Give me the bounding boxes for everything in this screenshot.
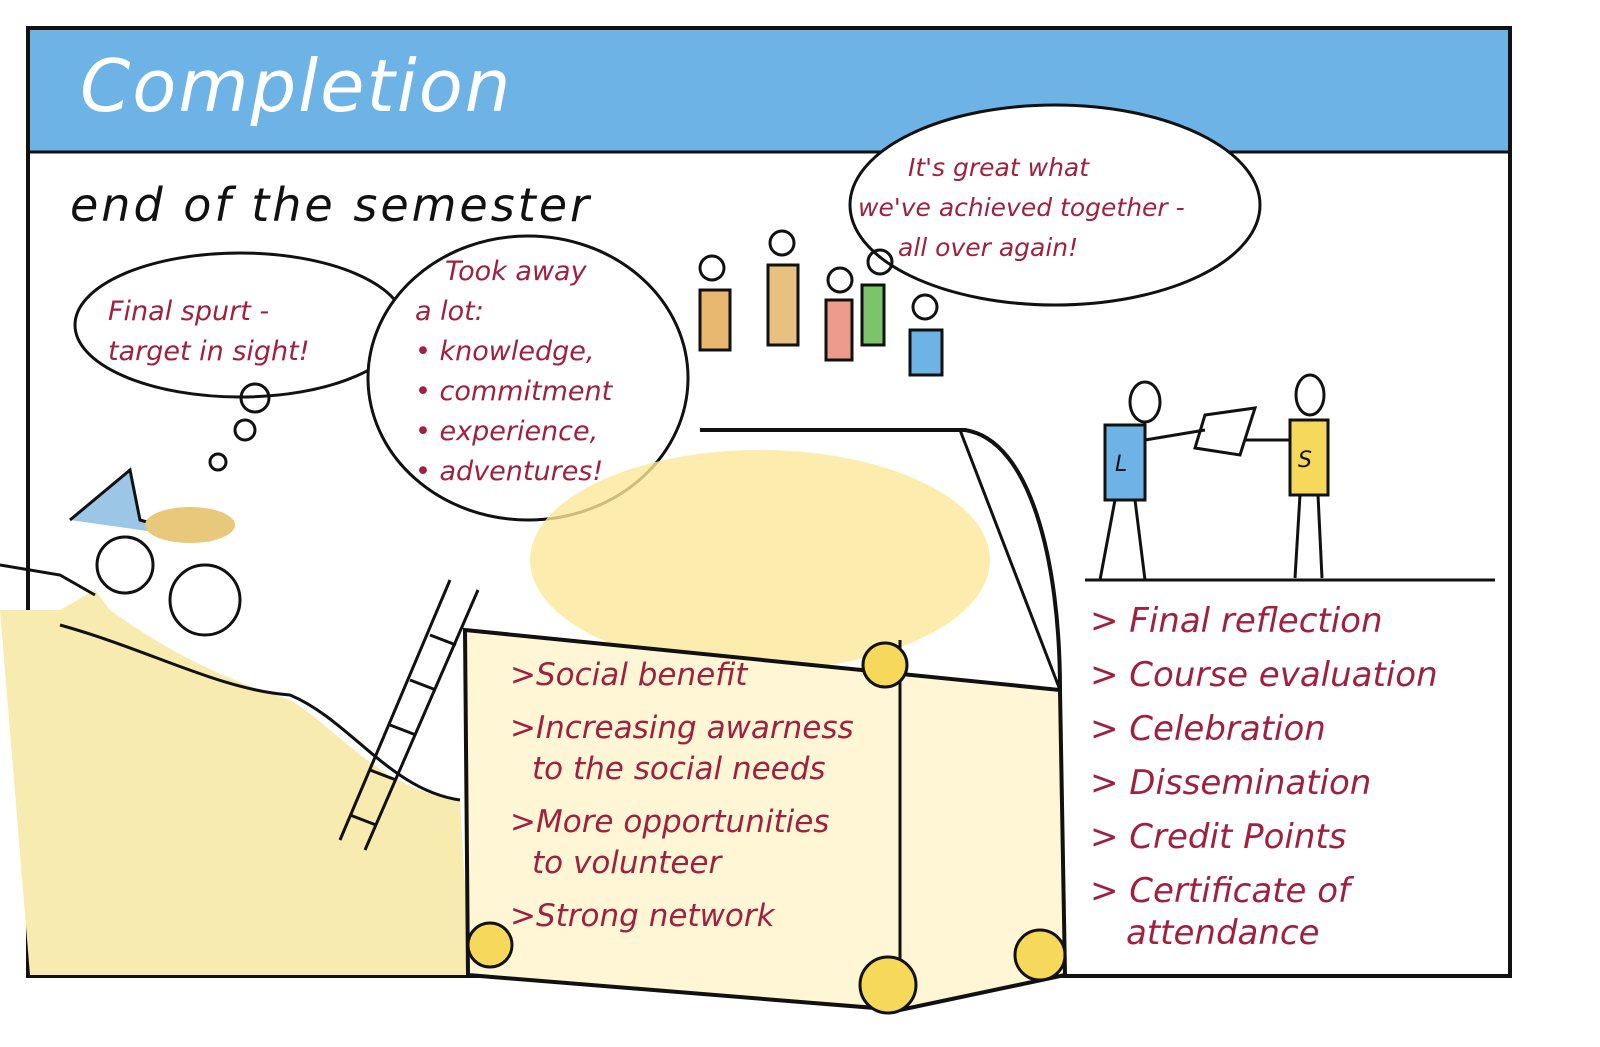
certificate-handover [1098,373,1330,581]
list-item: >Social benefit [510,655,854,696]
list-item: >Strong network [510,896,854,937]
header-band [30,30,1508,152]
list-item: >More opportunities to volunteer [510,802,854,884]
list-item-text: >Increasing awarness [510,710,854,746]
bubble-line: a lot: [415,296,484,327]
list-item: > Course evaluation [1090,654,1438,696]
hill [0,590,470,975]
bubble-line: all over again! [898,233,1079,262]
shirt-label-l: L [1115,452,1128,477]
list-item-text: > Dissemination [1090,763,1372,803]
thought-cloud-climber [366,234,690,522]
list-item-text: to volunteer [532,845,722,881]
bicycle-icon [69,467,242,637]
list-item-text: > Final reflection [1090,601,1383,641]
list-item-text: >More opportunities [510,804,830,840]
list-item-text: >Social benefit [510,657,748,693]
bubble-line: we've achieved together - [858,193,1185,222]
list-item-text: to the social needs [532,751,826,787]
bubble-line: target in sight! [108,336,310,367]
list-item-text: > Certificate of [1090,871,1351,911]
bubble-line: • commitment [415,376,613,407]
treasure-chest [462,428,1068,1015]
shirt-label-s: S [1298,448,1312,473]
bubble-line: Took away [445,256,587,287]
list-item-text: >Strong network [510,898,775,934]
bubble-line: • knowledge, [415,336,595,367]
list-item: >Increasing awarness to the social needs [510,708,854,790]
ladder-icon [338,579,480,851]
list-item: > Celebration [1090,708,1438,750]
list-item-text: > Credit Points [1090,817,1347,857]
list-item: > Final reflection [1090,600,1438,642]
group-bubble-text: It's great what we've achieved together … [858,148,1185,268]
chest-benefits-list: >Social benefit >Increasing awarness to t… [510,655,854,949]
climber-bubble-text: Took away a lot: • knowledge, • commitme… [415,252,612,492]
completion-steps-list: > Final reflection > Course evaluation >… [1090,600,1438,966]
cyclist-bubble-text: Final spurt - target in sight! [108,292,310,372]
thought-cloud-group [848,103,1262,307]
list-item-text: attendance [1126,913,1320,953]
list-item-text: > Course evaluation [1090,655,1438,695]
bubble-line: Final spurt - [108,296,270,327]
list-item-text: > Celebration [1090,709,1326,749]
page-title: Completion [80,44,513,128]
subtitle: end of the semester [70,178,592,232]
list-item: > Credit Points [1090,816,1438,858]
bubble-line: It's great what [908,153,1090,182]
list-item: > Dissemination [1090,762,1438,804]
bubble-line: • adventures! [415,456,604,487]
bubble-line: • experience, [415,416,599,447]
group-of-people [698,229,944,377]
